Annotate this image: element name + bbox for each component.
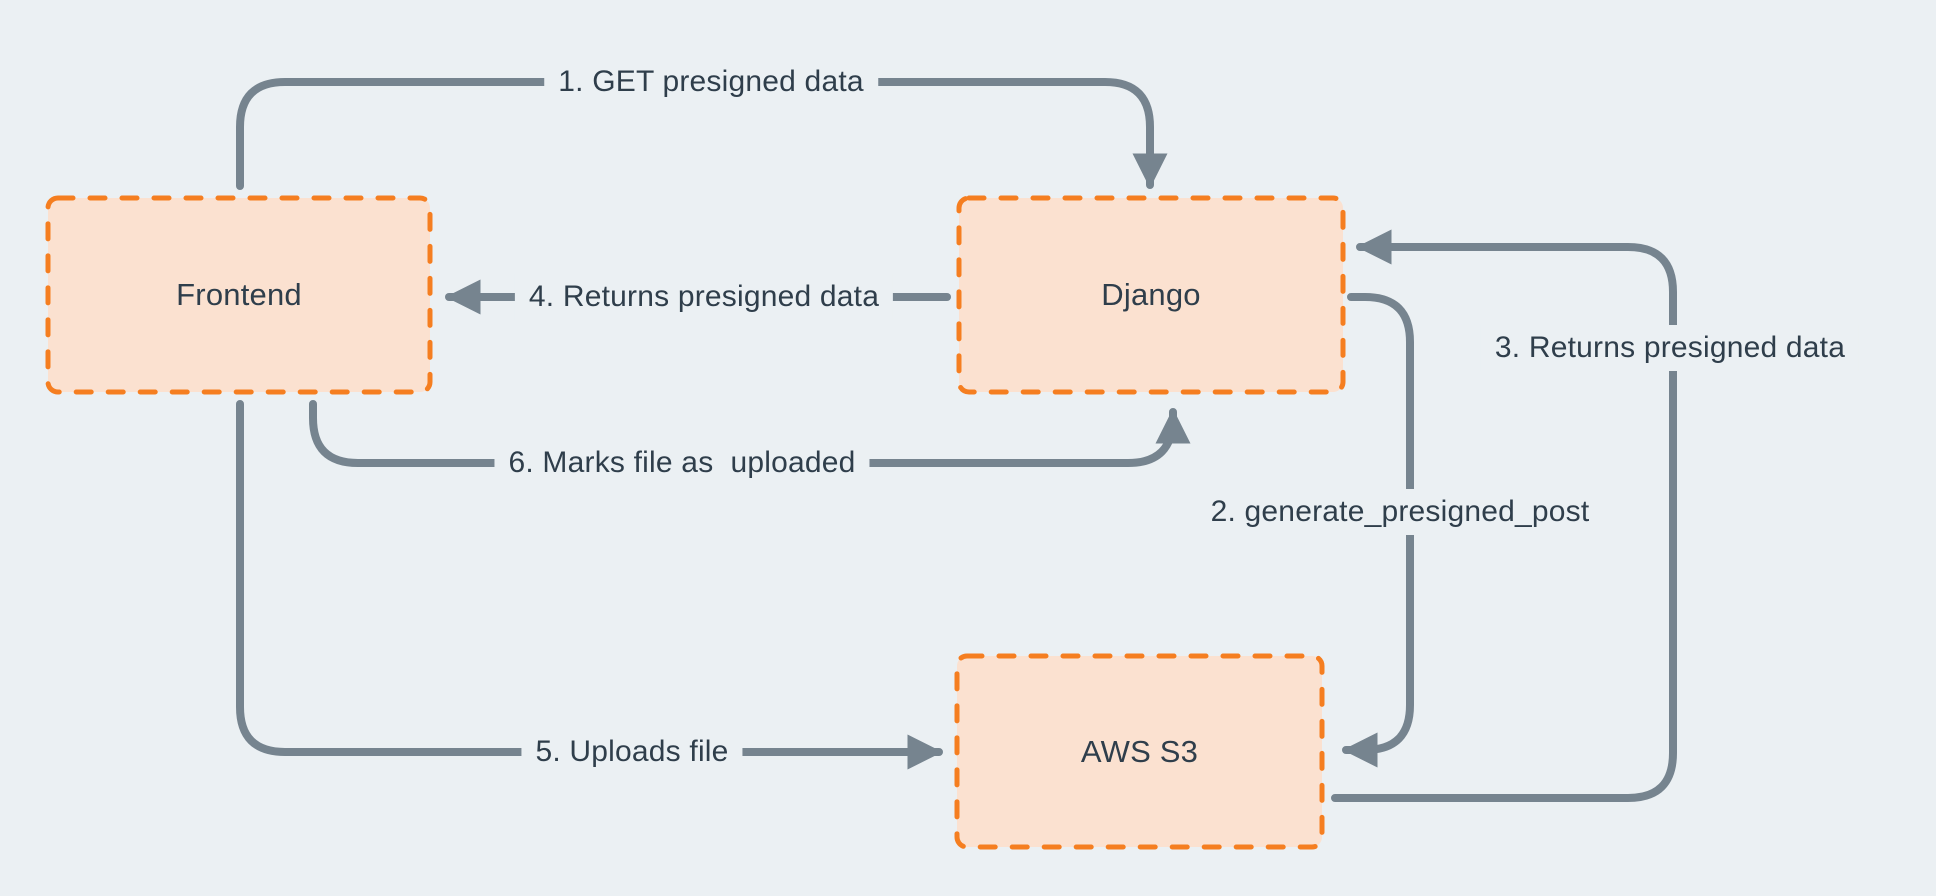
edge-3-path	[1331, 229, 1677, 802]
edge-label-6: 6. Marks file as uploaded	[494, 440, 870, 486]
frontend-node-box	[45, 195, 433, 395]
edge-label-4: 4. Returns presigned data	[514, 274, 894, 320]
frontend-node: Frontend	[48, 198, 430, 392]
django-node-box	[956, 195, 1346, 395]
edge-5-path	[236, 400, 943, 770]
aws-s3-node-label: AWS S3	[1080, 733, 1199, 769]
edge-label-2: 2. generate_presigned_post	[1196, 489, 1604, 535]
django-node: Django	[959, 198, 1343, 392]
django-node-label: Django	[1101, 277, 1201, 312]
frontend-node-label: Frontend	[176, 277, 302, 312]
edge-label-5: 5. Uploads file	[521, 729, 743, 775]
edge-label-3: 3. Returns presigned data	[1480, 325, 1860, 371]
edge-label-1: 1. GET presigned data	[544, 59, 878, 105]
aws-s3-node-box	[954, 653, 1325, 850]
aws-s3-node: AWS S3	[957, 656, 1322, 847]
